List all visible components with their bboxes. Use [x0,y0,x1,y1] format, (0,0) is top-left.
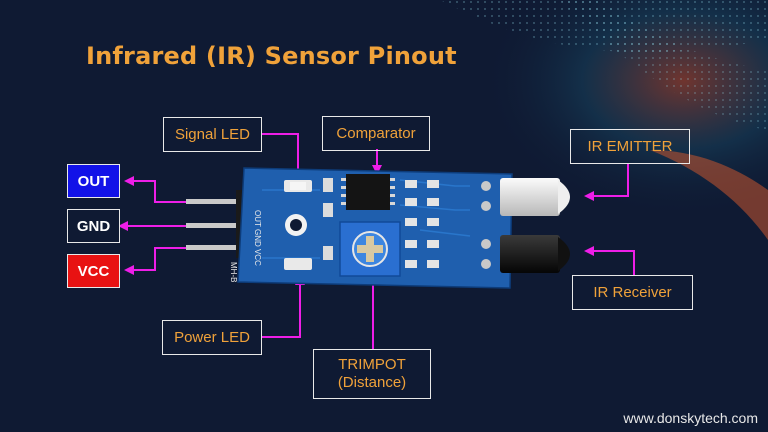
callout-signal-led: Signal LED [163,117,262,152]
ir-receiver-led [500,235,570,273]
pin-out-text: OUT [77,172,110,190]
callout-comparator: Comparator [322,116,430,151]
pin-gnd-label: GND [67,209,120,243]
page-title: Infrared (IR) Sensor Pinout [86,42,457,70]
ir-emitter-led [500,178,570,216]
footer-website: www.donskytech.com [623,410,758,426]
callout-trimpot-line1: TRIMPOT [338,356,406,373]
callout-ir-receiver: IR Receiver [572,275,693,310]
pin-vcc-label: VCC [67,254,120,288]
pin-gnd-text: GND [76,217,111,235]
board-model-label: MH-B [229,262,238,283]
callout-trimpot-line2: (Distance) [337,374,407,391]
callout-power-led: Power LED [162,320,262,355]
pin-vcc-text: VCC [77,262,110,280]
pcb-board [237,167,513,289]
pin-out-label: OUT [67,164,120,198]
board-pin-labels: OUT GND VCC [253,210,262,266]
callout-ir-emitter: IR EMITTER [570,129,690,164]
connector-lines [126,133,635,350]
callout-trimpot: TRIMPOT (Distance) [313,349,431,399]
